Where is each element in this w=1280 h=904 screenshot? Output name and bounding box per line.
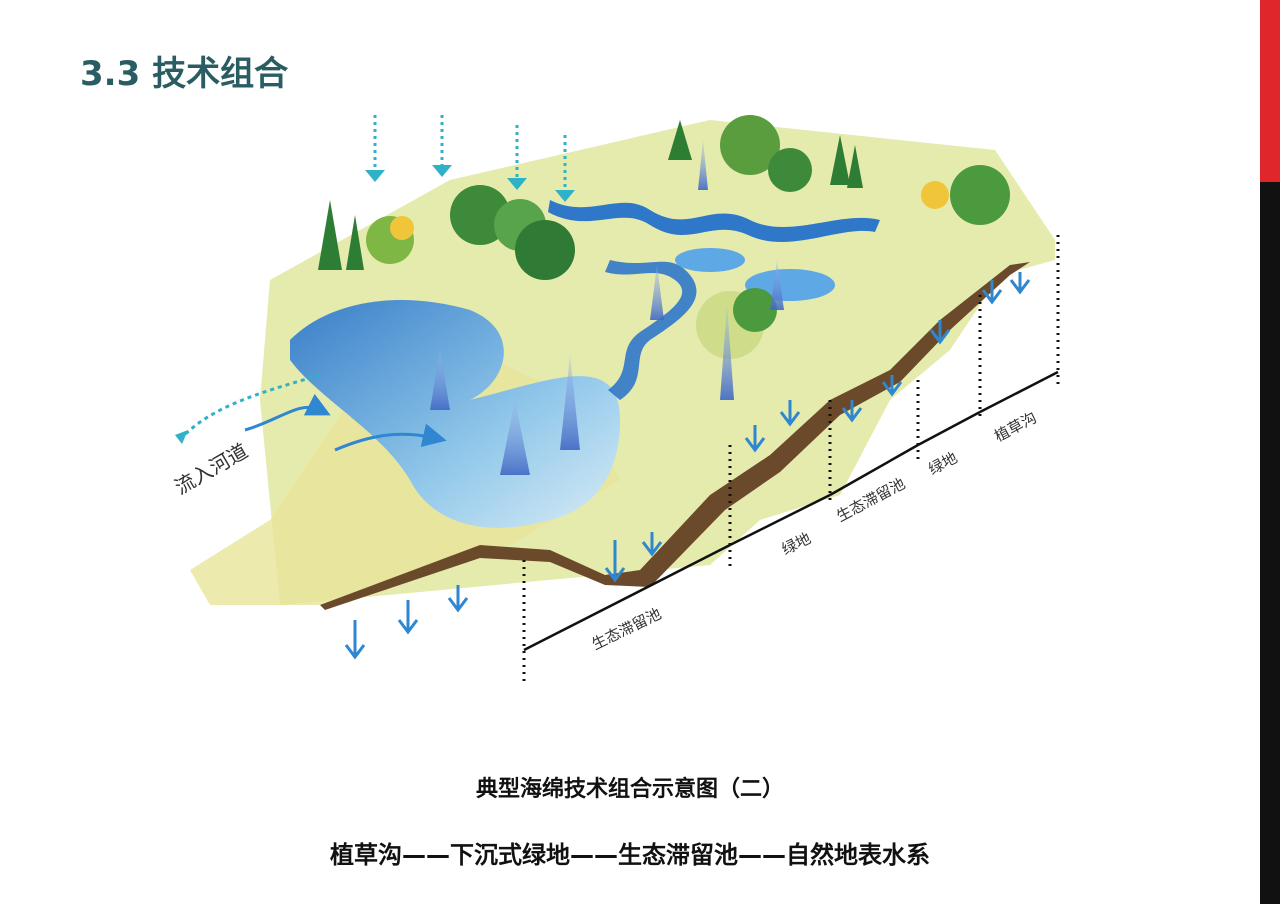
diagram-caption: 典型海绵技术组合示意图（二） (475, 777, 784, 802)
label-flow-out: 流入河道 (171, 439, 252, 500)
side-accent-bar-black (1260, 182, 1280, 904)
label-swale: 植草沟 (991, 409, 1039, 446)
section-markers (522, 235, 1060, 685)
outflow-arrow (178, 373, 321, 441)
rain-arrows (373, 115, 567, 190)
evaporation-arrows (430, 140, 784, 475)
sponge-city-diagram: 流入河道 生态滞留池 绿地 生态滞留池 绿地 植草沟 (171, 115, 1060, 685)
trees (318, 115, 1010, 359)
water-network (290, 200, 880, 528)
rain-arrowheads (365, 165, 575, 202)
infiltration-arrows (344, 272, 1031, 660)
surface-flow-arrows (244, 393, 447, 452)
side-accent-bar-red (1260, 0, 1280, 182)
slide-title: 3.3 技术组合 (80, 54, 289, 94)
label-green-1: 绿地 (779, 529, 814, 558)
label-green-2: 绿地 (925, 449, 960, 479)
diagram-subcaption: 植草沟——下沉式绿地——生态滞留池——自然地表水系 (330, 841, 930, 869)
